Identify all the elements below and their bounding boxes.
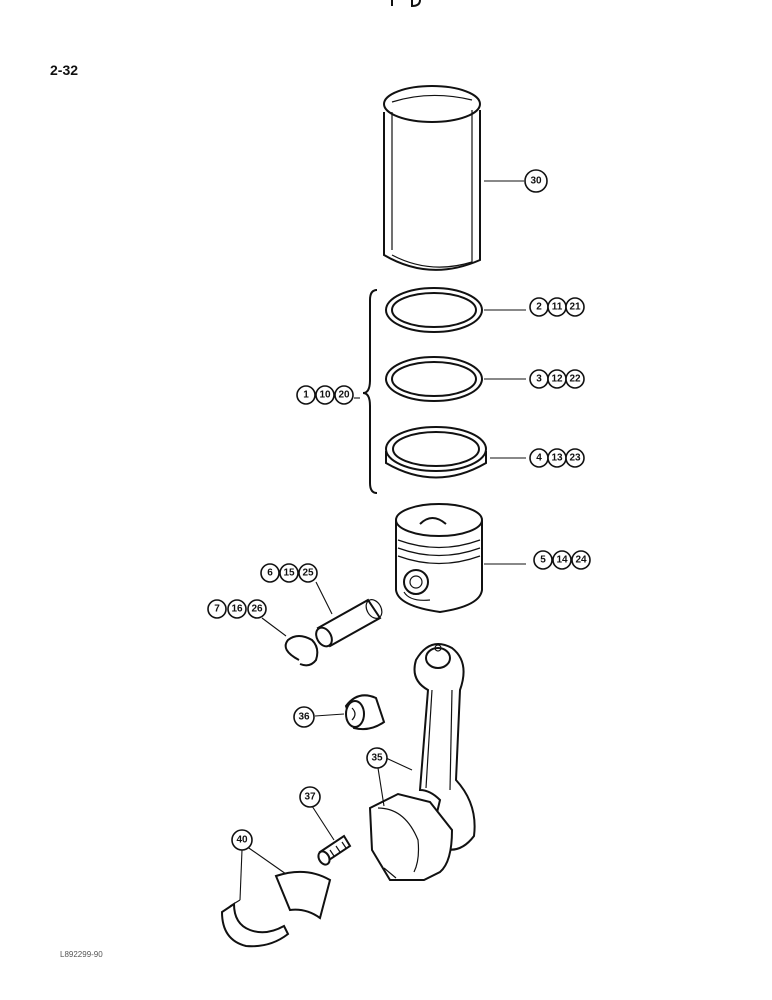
callout-16: 16: [231, 604, 243, 615]
rod-bolt: [317, 834, 352, 866]
piston-ring-oil: [385, 426, 487, 479]
callout-ring-set: 1 10 20: [296, 385, 354, 405]
callout-ring-top: 2 11 21: [529, 297, 585, 317]
callout-1: 1: [303, 390, 309, 401]
callout-3: 3: [536, 374, 542, 385]
callout-bolt: 37: [299, 786, 321, 808]
callout-14: 14: [556, 555, 568, 566]
callout-40: 40: [236, 835, 248, 846]
callout-10: 10: [319, 390, 331, 401]
leader-lines: [239, 180, 526, 901]
snap-ring: [284, 635, 319, 667]
callout-11: 11: [552, 302, 563, 313]
piston-ring-middle: [385, 356, 483, 402]
callout-snap-ring: 7 16 26: [207, 599, 267, 619]
callout-6: 6: [267, 568, 273, 579]
callout-23: 23: [569, 453, 581, 464]
connecting-rod: [368, 643, 476, 881]
callout-bearing: 40: [231, 829, 253, 851]
callout-piston: 5 14 24: [533, 550, 591, 570]
cylinder-liner: [383, 85, 481, 271]
piston: [395, 503, 483, 614]
callout-12: 12: [551, 374, 563, 385]
callout-4: 4: [536, 453, 542, 464]
bearing-shell-upper: [274, 870, 332, 920]
callout-22: 22: [569, 374, 581, 385]
callout-13: 13: [551, 453, 563, 464]
figure-code: L892299-90: [60, 950, 103, 959]
callout-21: 21: [569, 302, 581, 313]
callout-36: 36: [298, 712, 310, 723]
callout-pin: 6 15 25: [260, 563, 318, 583]
callout-5: 5: [540, 555, 546, 566]
callout-bushing: 36: [293, 706, 315, 728]
callout-37: 37: [304, 792, 316, 803]
callout-20: 20: [338, 390, 350, 401]
page-number: 2-32: [50, 62, 79, 78]
bearing-shell-lower: [220, 899, 290, 948]
small-end-bushing: [344, 694, 386, 731]
ring-set-bracket: [362, 289, 378, 494]
title-fragment: [391, 0, 421, 8]
callout-rod: 35: [366, 747, 388, 769]
callout-26: 26: [251, 604, 263, 615]
callout-liner: 30: [524, 169, 548, 193]
callout-2: 2: [536, 302, 542, 313]
callout-30: 30: [530, 176, 542, 187]
callout-15: 15: [283, 568, 295, 579]
piston-ring-top: [385, 287, 483, 333]
piston-pin: [315, 598, 383, 648]
callout-25: 25: [302, 568, 314, 579]
callout-7: 7: [214, 604, 220, 615]
callout-24: 24: [575, 555, 587, 566]
callout-ring-middle: 3 12 22: [529, 369, 585, 389]
callout-ring-bottom: 4 13 23: [529, 448, 585, 468]
callout-35: 35: [371, 753, 383, 764]
